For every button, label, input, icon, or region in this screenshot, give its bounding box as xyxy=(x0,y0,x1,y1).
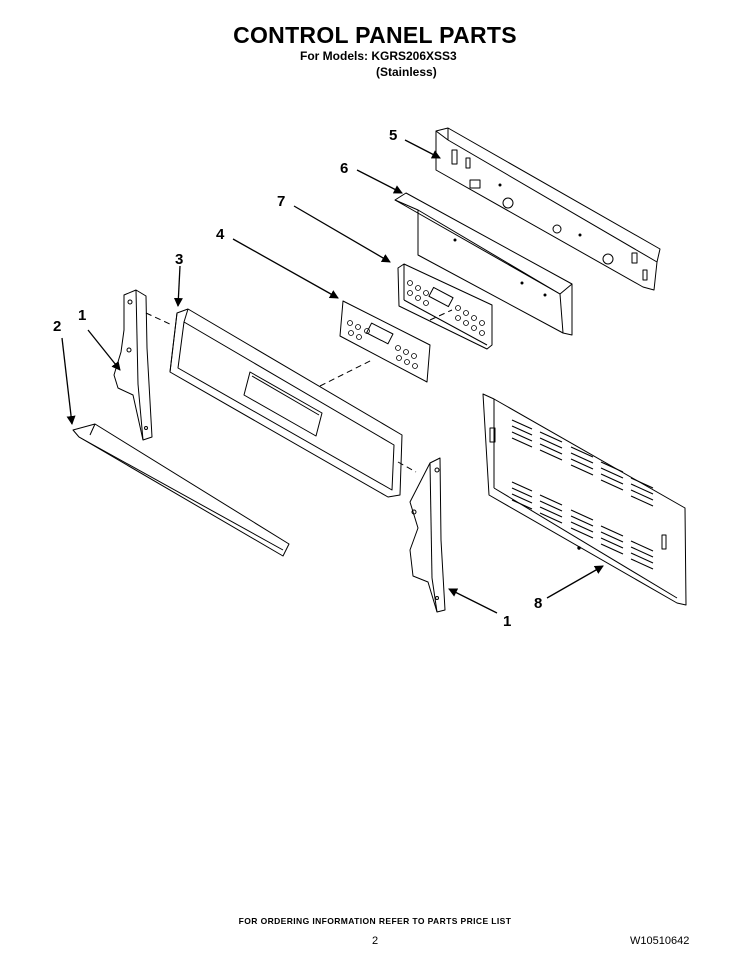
part-4-overlay xyxy=(339,300,431,383)
callout-8: 8 xyxy=(534,595,542,612)
page-title: CONTROL PANEL PARTS xyxy=(233,22,517,48)
part-1-right-end-cap xyxy=(409,457,446,613)
alignment-lines xyxy=(145,309,453,473)
page-number: 2 xyxy=(372,935,379,947)
part-8-rear-panel xyxy=(482,393,687,606)
part-2-trim-strip xyxy=(72,423,290,557)
callout-1-right: 1 xyxy=(503,613,511,630)
callout-4: 4 xyxy=(216,226,225,243)
ordering-note: FOR ORDERING INFORMATION REFER TO PARTS … xyxy=(238,916,512,926)
finish-label: (Stainless) xyxy=(376,65,437,79)
part-6-heat-shield xyxy=(394,192,573,336)
callout-2: 2 xyxy=(53,318,61,335)
part-1-left-end-cap xyxy=(113,289,153,441)
callout-7: 7 xyxy=(277,193,285,210)
callout-5: 5 xyxy=(389,127,397,144)
part-3-control-panel xyxy=(169,308,403,498)
part-7-control-board xyxy=(397,263,493,350)
callout-3: 3 xyxy=(175,251,183,268)
leader-arrows xyxy=(61,139,604,614)
model-number: For Models: KGRS206XSS3 xyxy=(300,49,457,63)
callout-1-left: 1 xyxy=(78,307,86,324)
callout-6: 6 xyxy=(340,160,348,177)
document-number: W10510642 xyxy=(630,935,690,947)
part-5-rear-bracket xyxy=(435,127,661,291)
